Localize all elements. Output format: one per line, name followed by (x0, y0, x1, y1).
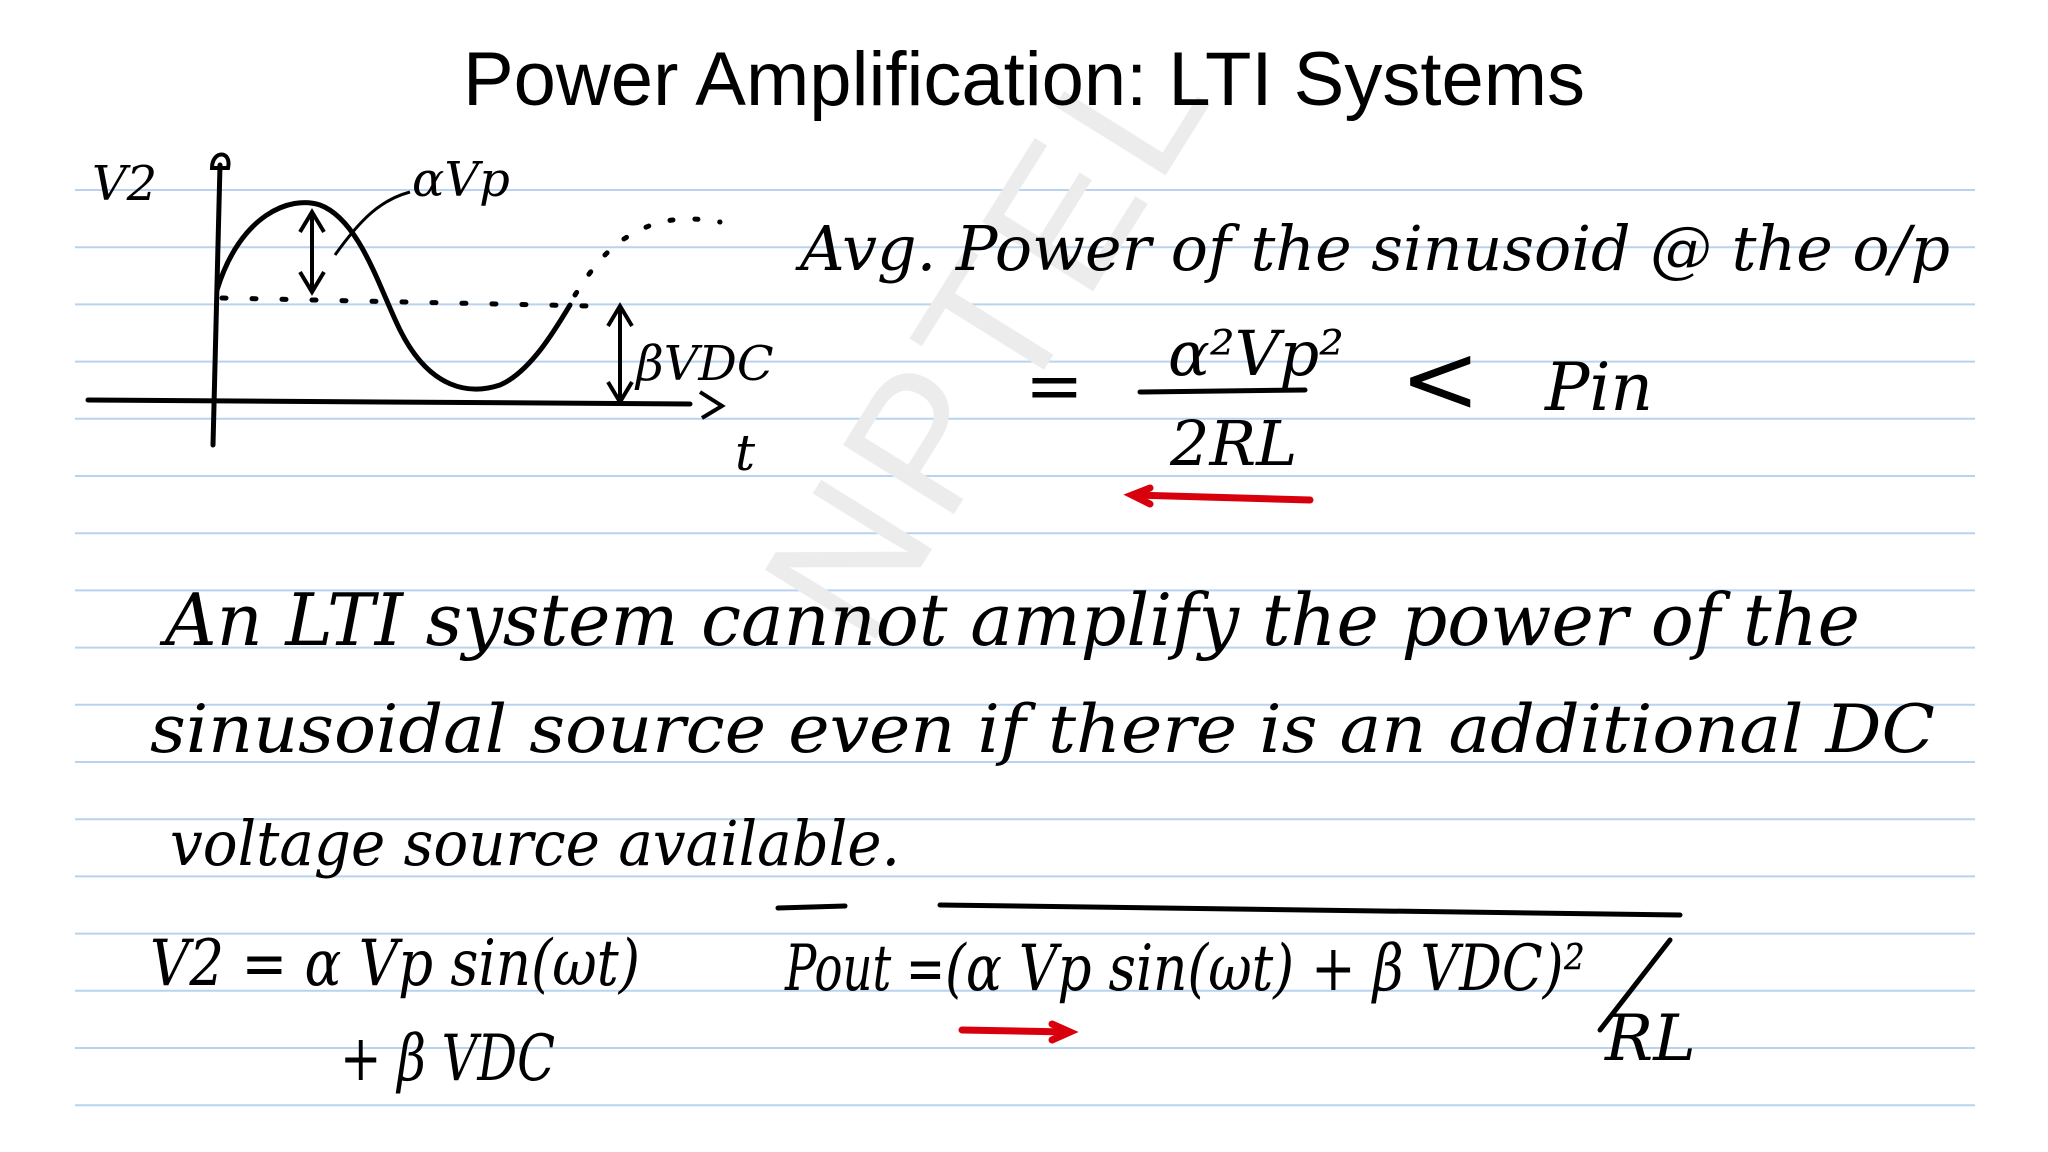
underline-annotation-1 (1131, 491, 1314, 504)
underline-arrowhead-2 (1048, 1020, 1079, 1044)
graph-x-axis (85, 397, 693, 407)
offset-label: βVDC (634, 336, 774, 392)
v2-equation-line-1: V2 = α Vp sin(ωt) (150, 927, 640, 1001)
sinusoid-dotted-continuation (572, 216, 723, 298)
offset-arrow (606, 302, 634, 406)
x-axis-label: t (735, 424, 756, 482)
avg-power-text: Avg. Power of the sinusoid @ the o/p (795, 212, 1950, 285)
statement-line-2: sinusoidal source even if there is an ad… (150, 691, 1935, 768)
formula-pin: Pin (1544, 349, 1653, 426)
amplitude-label: αVp (412, 152, 510, 208)
statement-line-3: voltage source available. (170, 807, 900, 880)
v2-equation-line-2: + β VDC (340, 1022, 555, 1096)
fraction-bar (1137, 387, 1308, 395)
waveform-graph: V2 t αVp βVDC (85, 152, 774, 482)
x-axis-arrow (698, 390, 726, 420)
underline-arrowhead-1 (1123, 484, 1154, 508)
graph-y-axis (210, 162, 223, 448)
division-slash (1597, 937, 1673, 1033)
pout-overbar (775, 903, 848, 911)
formula-less-than: < (1400, 323, 1480, 435)
amplitude-pointer (333, 190, 411, 256)
pout-lhs: Pout = (784, 932, 945, 1006)
y-axis-label: V2 (92, 156, 157, 212)
statement-line-1: An LTI system cannot amplify the power o… (159, 578, 1860, 662)
y-axis-arrow (209, 152, 231, 170)
formula-numerator: α²Vp² (1168, 317, 1344, 390)
pout-expression: (α Vp sin(ωt) + β VDC)² (945, 932, 1585, 1006)
underline-annotation-2 (958, 1026, 1072, 1036)
formula-equals: = (1025, 345, 1084, 427)
avg-power-formula: = α²Vp² 2RL < Pin (1025, 317, 1653, 508)
expression-overbar (937, 902, 1683, 918)
amplitude-arrow (298, 208, 326, 296)
pout-denominator: RL (1604, 1002, 1696, 1076)
pout-equation: Pout = (α Vp sin(ωt) + β VDC)² RL (775, 902, 1696, 1076)
dc-level-dotted-line (219, 295, 593, 309)
sinusoid-curve (214, 200, 573, 392)
slide-title: Power Amplification: LTI Systems (462, 37, 1586, 122)
formula-denominator: 2RL (1169, 407, 1297, 480)
